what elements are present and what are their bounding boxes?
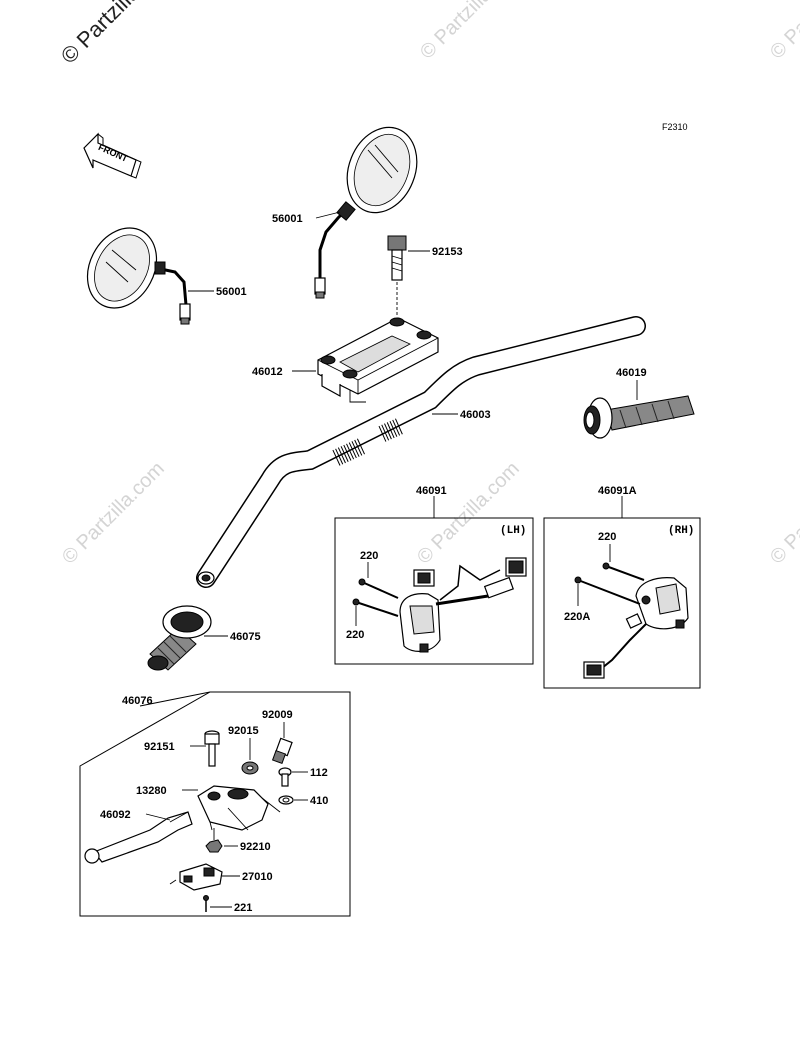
label-56001-right: 56001 [272,213,303,225]
label-46076: 46076 [122,695,153,707]
label-46091A: 46091A [598,485,637,497]
screw-221 [203,895,209,912]
rh-screw-top [602,562,645,581]
switch-27010 [169,863,223,891]
label-112: 112 [310,767,328,779]
handlebar-46003 [196,316,646,588]
label-92015: 92015 [228,725,259,737]
throttle-grip-46019 [583,395,695,439]
handlebar-holder-46012 [317,317,439,403]
label-92009: 92009 [262,709,293,721]
watermark-4: © Partzilla.com [413,458,524,569]
adjuster-92009 [271,737,293,765]
rh-switch-housing [583,577,689,679]
rh-tag: (RH) [668,525,694,537]
label-27010: 27010 [242,871,273,883]
label-92210: 92210 [240,841,271,853]
collar-92015 [241,761,259,775]
label-92153: 92153 [432,246,463,258]
bolt-92153 [387,235,407,281]
watermark-5: © Partzilla.com [766,458,800,569]
rh-screw-a [574,576,641,605]
mirror-right [314,126,418,299]
bolt-112 [278,767,292,787]
label-220-lh-bottom: 220 [346,629,364,641]
figure-code: F2310 [662,122,688,132]
label-46003: 46003 [460,409,491,421]
label-220-lh-top: 220 [360,550,378,562]
nut-92210 [205,839,223,853]
lever-46092 [84,811,193,864]
holder-13280 [197,785,269,831]
label-92151: 92151 [144,741,175,753]
lh-switch-housing [399,557,527,653]
washer-410 [278,795,294,805]
bolt-92151 [204,730,220,767]
label-46092: 46092 [100,809,131,821]
label-410: 410 [310,795,328,807]
label-220-rh: 220 [598,531,616,543]
label-56001-left: 56001 [216,286,247,298]
copyright-watermark: © Partzilla.com [56,0,179,69]
label-220A: 220A [564,611,590,623]
lh-screw-top [358,578,399,599]
front-arrow-icon: FRONT [83,132,142,179]
lever-assembly-box [79,691,351,917]
lh-tag: (LH) [500,525,526,537]
label-46091: 46091 [416,485,447,497]
watermark-3: © Partzilla.com [58,458,169,569]
left-grip-46075 [147,605,212,671]
watermark-2: © Partzilla.com [766,0,800,64]
watermark-1: © Partzilla.com [416,0,527,64]
label-46075: 46075 [230,631,261,643]
label-46012: 46012 [252,366,283,378]
label-13280: 13280 [136,785,167,797]
label-46019: 46019 [616,367,647,379]
label-221: 221 [234,902,252,914]
mirror-left [86,227,191,325]
lh-screw-bottom [352,598,399,617]
